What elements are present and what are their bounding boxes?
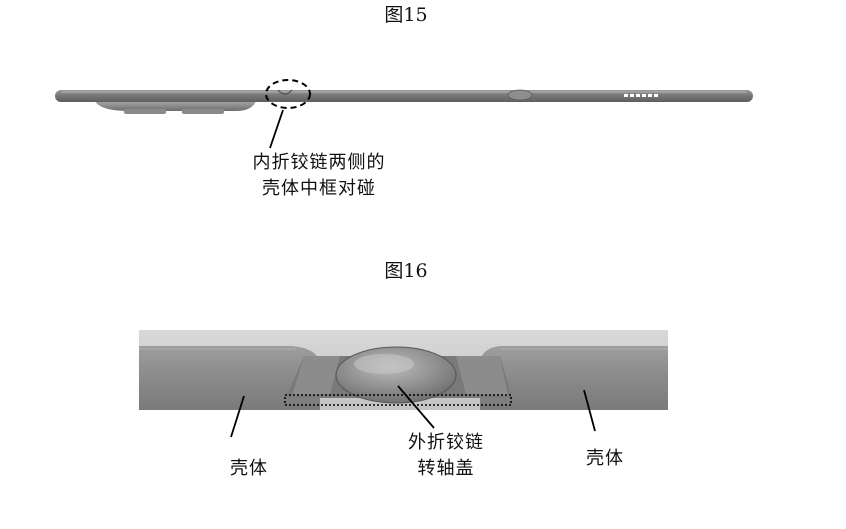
shaft-cover-highlight [354, 354, 414, 374]
bump-foot-right [182, 109, 224, 114]
label-right-shell: 壳体 [586, 448, 624, 469]
hinge-base-light-right [456, 356, 508, 396]
right-shell [480, 346, 668, 410]
figure-15-callout-label: 内折铰链两侧的 壳体中框对碰 [224, 150, 414, 202]
figure-15-device [55, 79, 753, 149]
dotted-region [284, 394, 512, 406]
label-shaft-cover-line-1: 外折铰链 [408, 432, 484, 453]
label-left-shell: 壳体 [230, 458, 268, 479]
callout-dashed-circle [265, 79, 311, 109]
side-buttons [624, 94, 658, 97]
camera-bump [95, 101, 256, 111]
figure-16-title: 图16 [384, 260, 428, 282]
leader-right-shell [583, 389, 596, 432]
bump-foot-left [124, 109, 166, 114]
label-shaft-cover-line-2: 转轴盖 [417, 458, 475, 479]
callout-line-1: 内折铰链两侧的 [252, 152, 386, 173]
figure-15-title: 图15 [384, 4, 428, 26]
callout-line-2: 壳体中框对碰 [262, 178, 376, 199]
device-bar [55, 90, 753, 102]
figure-16-device [139, 330, 668, 438]
callout-leader-line [269, 109, 284, 149]
leader-left-shell [230, 395, 245, 438]
left-shell [139, 346, 320, 410]
label-shaft-cover: 外折铰链 转轴盖 [386, 430, 506, 482]
leader-center [397, 385, 435, 429]
hinge-bulge [507, 89, 533, 101]
hinge-base-light [292, 356, 340, 396]
inner-hinge-notch [277, 89, 293, 95]
